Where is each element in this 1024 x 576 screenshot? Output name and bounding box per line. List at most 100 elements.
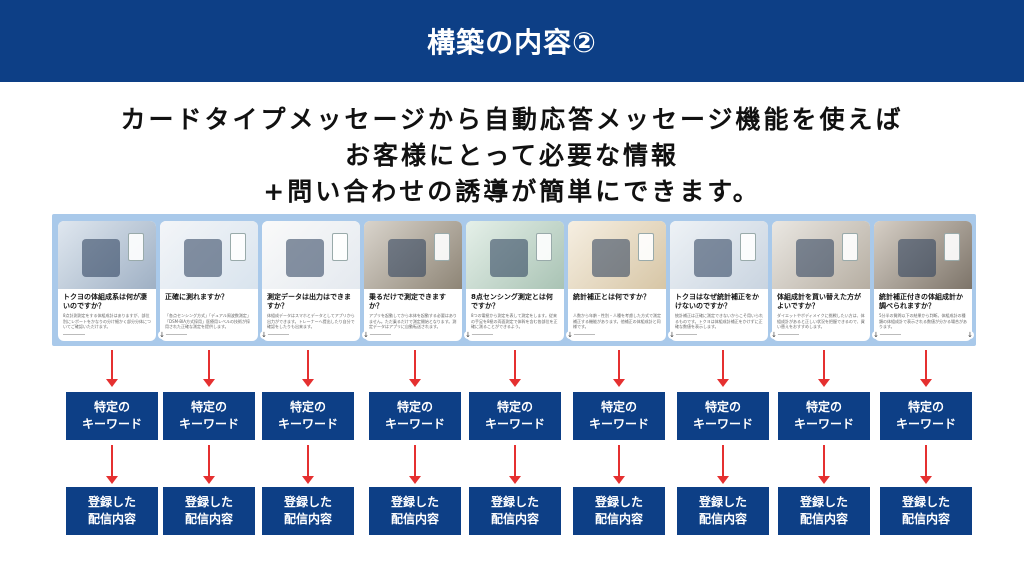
content-line-1: 登録した — [87, 495, 136, 509]
headline-line-2: お客様にとって必要な情報 — [344, 141, 679, 170]
carousel-card[interactable]: 正確に測れますか？ 「各点センシング方式」「デュアル周波数測定」「DSM-BIA… — [160, 221, 258, 341]
content-line-1: 登録した — [901, 495, 950, 509]
card-title: 統計補正とは何ですか？ — [573, 293, 650, 301]
down-arrow-icon — [818, 445, 830, 484]
down-arrow-icon — [203, 445, 215, 484]
content-line-1: 登録した — [698, 495, 747, 509]
download-arrow-icon[interactable]: ↓ — [872, 331, 880, 339]
down-arrow-icon — [818, 350, 830, 387]
keyword-box: 特定の キーワード — [163, 392, 255, 440]
content-line-1: 登録した — [799, 495, 848, 509]
content-line-2: 配信内容 — [184, 512, 233, 526]
card-body: 統計補正は正確に測定できないからこそ用いられるものです。トクヨは体組成計補正をか… — [675, 313, 763, 329]
download-arrow-icon[interactable]: ↓ — [668, 331, 676, 339]
down-arrow-icon — [409, 350, 421, 387]
content-line-2: 配信内容 — [490, 512, 539, 526]
content-line-1: 登録した — [390, 495, 439, 509]
keyword-box: 特定の キーワード — [66, 392, 158, 440]
content-line-1: 登録した — [594, 495, 643, 509]
card-title: 統計補正付きの体組成計か調べられますか？ — [879, 293, 963, 310]
carousel-card[interactable]: 8点センシング測定とは何ですか？ 8つの電極から測定を表して測定をします。従来の… — [466, 221, 564, 341]
keyword-line-1: 特定の — [93, 400, 130, 414]
card-image — [568, 221, 666, 289]
keyword-box: 特定の キーワード — [573, 392, 665, 440]
carousel-card[interactable]: トクヨはなぜ統計補正をかけないのですか？ 統計補正は正確に測定できないからこそ用… — [670, 221, 768, 341]
keyword-line-1: 特定の — [704, 400, 741, 414]
download-arrow-icon[interactable]: ↓ — [464, 331, 472, 339]
down-arrow-icon — [203, 350, 215, 387]
carousel-card[interactable]: 乗るだけで測定できますか？ アプリを起動してから本体を起動する必要はありません。… — [364, 221, 462, 341]
keyword-line-2: キーワード — [588, 417, 649, 431]
card-body: 8点計測測定をする体組成計はありますが、部位別にレポートをかなりの分け細かく部分… — [63, 313, 151, 329]
content-line-2: 配信内容 — [698, 512, 747, 526]
download-arrow-icon[interactable]: ↓ — [362, 331, 370, 339]
down-arrow-icon — [613, 445, 625, 484]
down-arrow-icon — [920, 350, 932, 387]
download-arrow-icon[interactable]: ↓ — [260, 331, 268, 339]
header-bar: 構築の内容② — [0, 0, 1024, 82]
down-arrow-icon — [302, 350, 314, 387]
download-arrow-icon[interactable]: ↓ — [770, 331, 778, 339]
carousel-card[interactable]: 統計補正とは何ですか？ 人数から年齢・性別・人種を考慮した方式で測定補正する機能… — [568, 221, 666, 341]
card-carousel[interactable]: トクヨの体組成系は何が凄いのですか？ 8点計測測定をする体組成計はありますが、部… — [52, 214, 976, 346]
keyword-line-1: 特定の — [907, 400, 944, 414]
keyword-line-2: キーワード — [81, 417, 142, 431]
card-body: ダイエットやボディメイクに挑戦したい方は、体組成計があると正しい状況を把握できる… — [777, 313, 865, 329]
card-image — [466, 221, 564, 289]
keyword-line-2: キーワード — [277, 417, 338, 431]
down-arrow-icon — [717, 350, 729, 387]
content-line-2: 配信内容 — [283, 512, 332, 526]
card-body: 「各点センシング方式」「デュアル周波数測定」「DSM-BIA方式採用」医療用レベ… — [165, 313, 251, 329]
card-image — [58, 221, 156, 289]
content-line-1: 登録した — [490, 495, 539, 509]
content-box: 登録した 配信内容 — [880, 487, 972, 535]
card-image — [874, 221, 972, 289]
content-box: 登録した 配信内容 — [369, 487, 461, 535]
down-arrow-icon — [106, 445, 118, 484]
download-arrow-icon[interactable]: ↓ — [158, 331, 166, 339]
page-title: 構築の内容② — [427, 26, 597, 59]
down-arrow-icon — [106, 350, 118, 387]
carousel-card[interactable]: 測定データは出力はできますか？ 体組成データはスマホとデータとしてアプリから出力… — [262, 221, 360, 341]
down-arrow-icon — [509, 445, 521, 484]
keyword-box: 特定の キーワード — [262, 392, 354, 440]
carousel-card[interactable]: 体組成計を買い替えた方がよいですか？ ダイエットやボディメイクに挑戦したい方は、… — [772, 221, 870, 341]
content-box: 登録した 配信内容 — [262, 487, 354, 535]
card-image — [160, 221, 258, 289]
card-body: 体組成データはスマホとデータとしてアプリから出力ができます。トレーナーへ提出した… — [267, 313, 355, 329]
carousel-card[interactable]: 統計補正付きの体組成計か調べられますか？ 5分半の質問以下の結果から判断。体組成… — [874, 221, 972, 341]
content-box: 登録した 配信内容 — [677, 487, 769, 535]
content-line-2: 配信内容 — [901, 512, 950, 526]
content-box: 登録した 配信内容 — [573, 487, 665, 535]
card-image — [772, 221, 870, 289]
keyword-line-1: 特定の — [600, 400, 637, 414]
carousel-card[interactable]: トクヨの体組成系は何が凄いのですか？ 8点計測測定をする体組成計はありますが、部… — [58, 221, 156, 341]
keyword-line-1: 特定の — [496, 400, 533, 414]
down-arrow-icon — [920, 445, 932, 484]
headline-line-1: カードタイプメッセージから自動応答メッセージ機能を使えば — [120, 105, 904, 134]
keyword-box: 特定の キーワード — [778, 392, 870, 440]
card-body: 8つの電極から測定を表して測定をします。従来の手足を8極の両面測定で体幹を含む各… — [471, 313, 558, 329]
keyword-line-1: 特定の — [190, 400, 227, 414]
keyword-line-2: キーワード — [484, 417, 545, 431]
card-body: 人数から年齢・性別・人種を考慮した方式で測定補正する機能があります。他補正の体組… — [573, 313, 661, 329]
card-title: 正確に測れますか？ — [165, 293, 228, 301]
card-title: 8点センシング測定とは何ですか？ — [471, 293, 553, 310]
down-arrow-icon — [717, 445, 729, 484]
card-title: トクヨはなぜ統計補正をかけないのですか？ — [675, 293, 759, 310]
card-title: 体組成計を買い替えた方がよいですか？ — [777, 293, 861, 310]
content-line-2: 配信内容 — [799, 512, 848, 526]
card-title: トクヨの体組成系は何が凄いのですか？ — [63, 293, 147, 310]
content-box: 登録した 配信内容 — [778, 487, 870, 535]
card-image — [262, 221, 360, 289]
down-arrow-icon — [613, 350, 625, 387]
download-arrow-icon[interactable]: ↓ — [566, 331, 574, 339]
down-arrow-icon — [409, 445, 421, 484]
content-line-2: 配信内容 — [87, 512, 136, 526]
download-arrow-icon[interactable]: ↓ — [966, 331, 974, 339]
card-body: 5分半の質問以下の結果から判断。体組成計の種類の体組成計で表示される数値が分かる… — [879, 313, 967, 329]
keyword-line-2: キーワード — [895, 417, 956, 431]
keyword-line-2: キーワード — [178, 417, 239, 431]
keyword-box: 特定の キーワード — [677, 392, 769, 440]
card-image — [670, 221, 768, 289]
